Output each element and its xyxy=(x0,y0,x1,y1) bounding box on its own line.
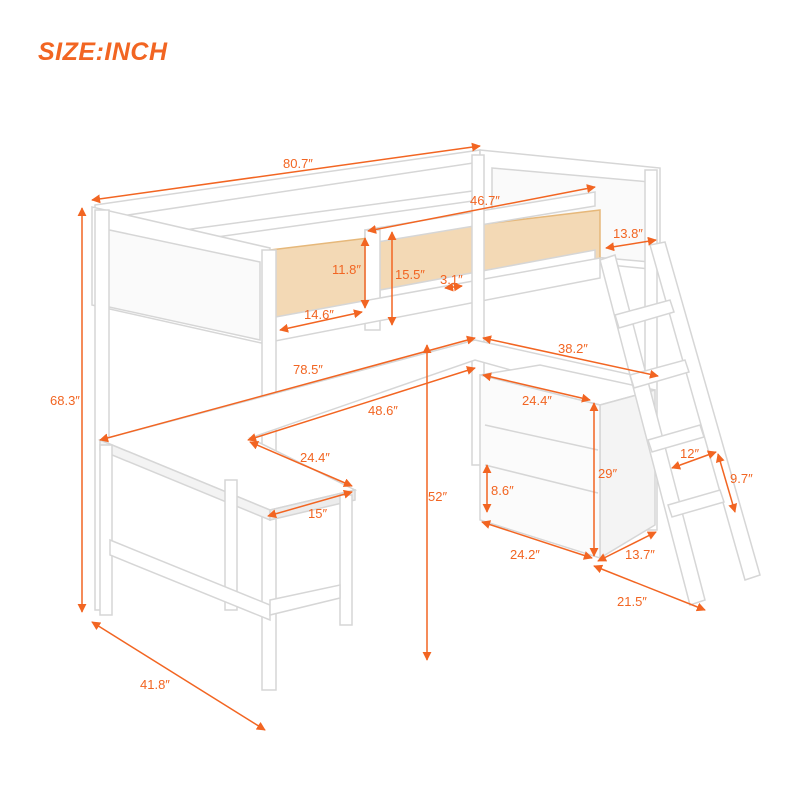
dim-desk-inner-length: 48.6″ xyxy=(368,403,398,418)
dim-ladder-width: 13.8″ xyxy=(613,226,643,241)
dim-shelf-top-width: 24.4″ xyxy=(522,393,552,408)
size-unit-title: SIZE:INCH xyxy=(38,38,168,66)
dim-shelf-height: 29″ xyxy=(598,466,618,481)
storage-shelf xyxy=(479,364,656,560)
dim-desk-side-length: 38.2″ xyxy=(558,341,588,356)
dimension-lines xyxy=(77,142,738,731)
dim-under-bed-clearance: 52″ xyxy=(428,489,448,504)
dim-slat-gap: 3.1″ xyxy=(440,272,463,287)
dim-ladder-rung-spacing: 9.7″ xyxy=(730,471,753,486)
dim-shelf-compartment-height: 8.6″ xyxy=(491,483,514,498)
dim-desk-end-width: 15″ xyxy=(308,506,328,521)
dim-guardrail-height-outer: 15.5″ xyxy=(395,267,425,282)
dim-shelf-depth: 13.7″ xyxy=(625,547,655,562)
dim-desk-length: 78.5″ xyxy=(293,362,323,377)
dim-guardrail-height-inner: 11.8″ xyxy=(332,262,361,277)
dim-overall-height: 68.3″ xyxy=(50,393,80,408)
dim-guardrail-gap: 14.6″ xyxy=(304,307,334,322)
dim-desk-depth: 24.4″ xyxy=(300,450,330,465)
dim-overall-length: 80.7″ xyxy=(283,156,313,171)
dim-bed-inner-length: 46.7″ xyxy=(470,193,500,208)
dim-shelf-width: 24.2″ xyxy=(510,547,540,562)
dim-overall-width: 41.8″ xyxy=(140,677,170,692)
dim-ladder-rung-width: 12″ xyxy=(680,446,700,461)
dim-ladder-footprint: 21.5″ xyxy=(617,594,647,609)
